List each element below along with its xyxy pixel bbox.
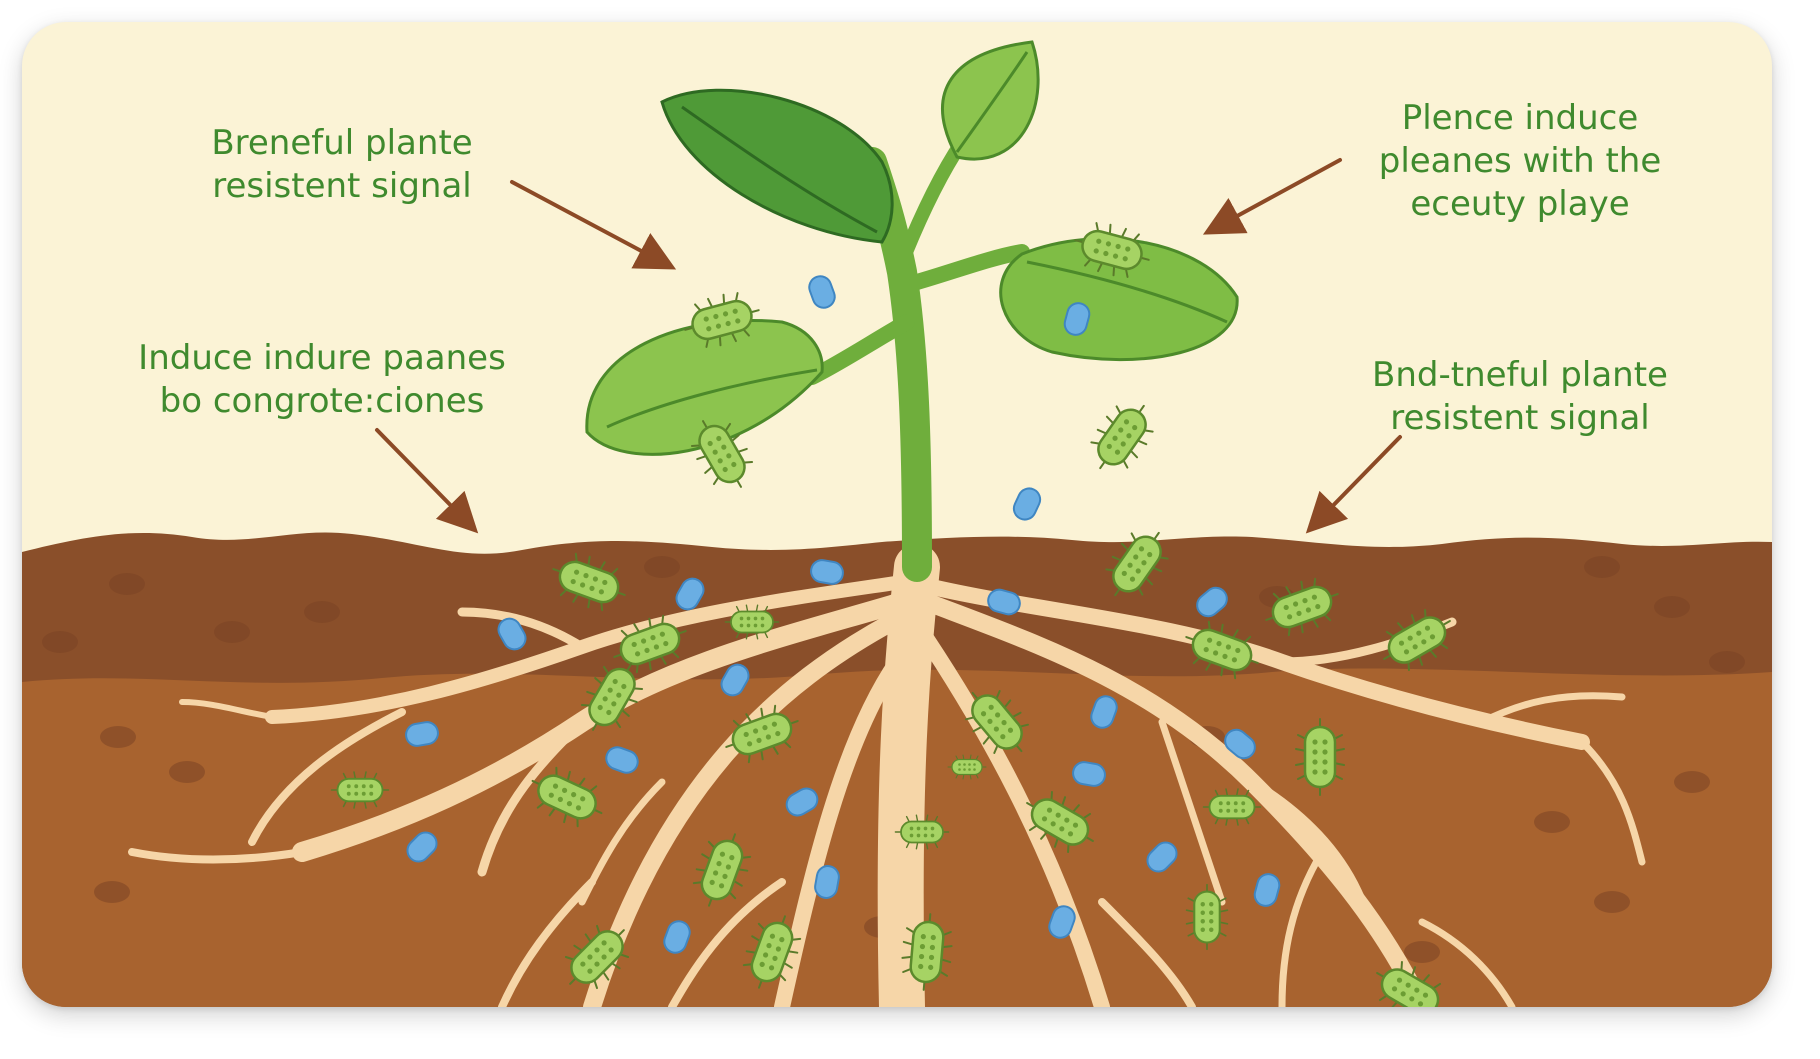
plant-leaves [585,40,1239,456]
leaf-top-right [941,40,1040,161]
label-mid-left: Induce indure paanes bo congrote:ciones [138,338,506,421]
label-mid-right: Bnd-tneful plante resistent signal [1372,355,1668,438]
arrow-icon [375,428,479,534]
leaf-top-left [660,88,894,244]
arrow-icon [510,180,677,270]
arrow-group [375,158,1402,534]
blue-particle-icon [805,272,839,312]
label-top-right: Plence induce pleanes with the eceuty pl… [1378,98,1662,224]
root-system [128,544,1646,1007]
bacteria-icon [1079,390,1165,484]
plant-soil-scene [22,40,1772,1007]
arrow-icon [1305,435,1402,534]
label-top-left: Breneful plante resistent signal [211,123,473,206]
blue-particle-icon [1009,483,1045,525]
arrow-icon [1202,158,1342,235]
diagram-card: Breneful plante resistent signal Induce … [22,22,1772,1007]
